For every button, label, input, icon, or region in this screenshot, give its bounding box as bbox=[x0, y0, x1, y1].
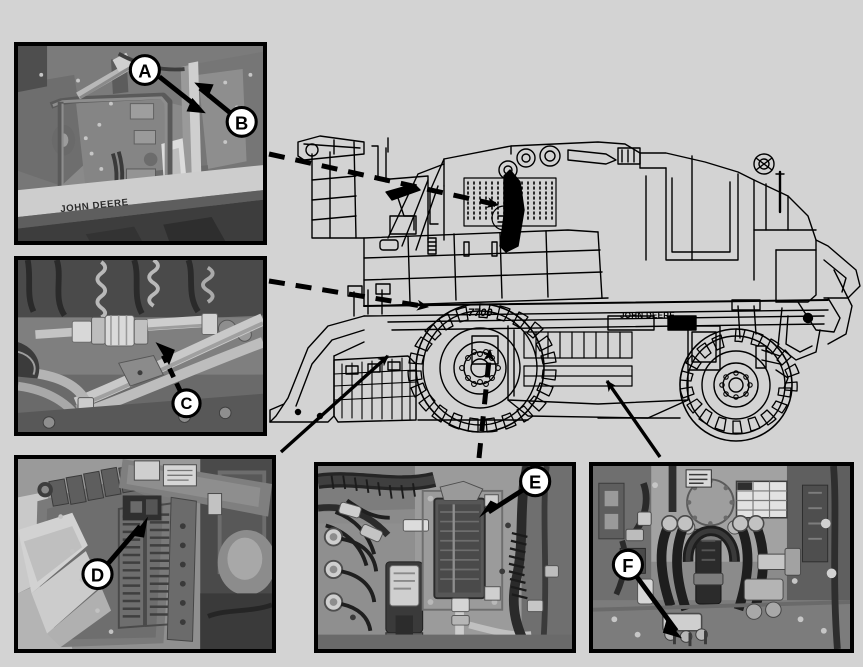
callout-letter-d: D bbox=[91, 565, 104, 586]
callout-b: B bbox=[194, 82, 258, 138]
callout-letter-f: F bbox=[622, 555, 633, 576]
callout-letter-c: C bbox=[181, 395, 193, 413]
rear-steering-wheel bbox=[679, 328, 800, 442]
callout-letter-b: B bbox=[235, 112, 248, 133]
callout-a: A bbox=[128, 54, 206, 114]
callout-e: E bbox=[478, 466, 552, 518]
callout-f: F bbox=[611, 548, 683, 639]
callout-letter-a: A bbox=[138, 61, 151, 82]
callout-d: D bbox=[81, 516, 148, 591]
callout-c: C bbox=[155, 342, 202, 419]
detail-photo-e: E bbox=[314, 462, 576, 653]
detail-photo-c: C bbox=[14, 256, 267, 436]
detail-photo-f: F bbox=[589, 462, 854, 653]
detail-photo-ab: JOHN DEERE A B bbox=[14, 42, 267, 245]
front-drive-wheel bbox=[407, 303, 557, 433]
callout-letter-e: E bbox=[529, 472, 541, 493]
detail-photo-d: D bbox=[14, 455, 276, 653]
combine-harvester-line-art: 7700 JOHN DEERE bbox=[269, 135, 861, 442]
